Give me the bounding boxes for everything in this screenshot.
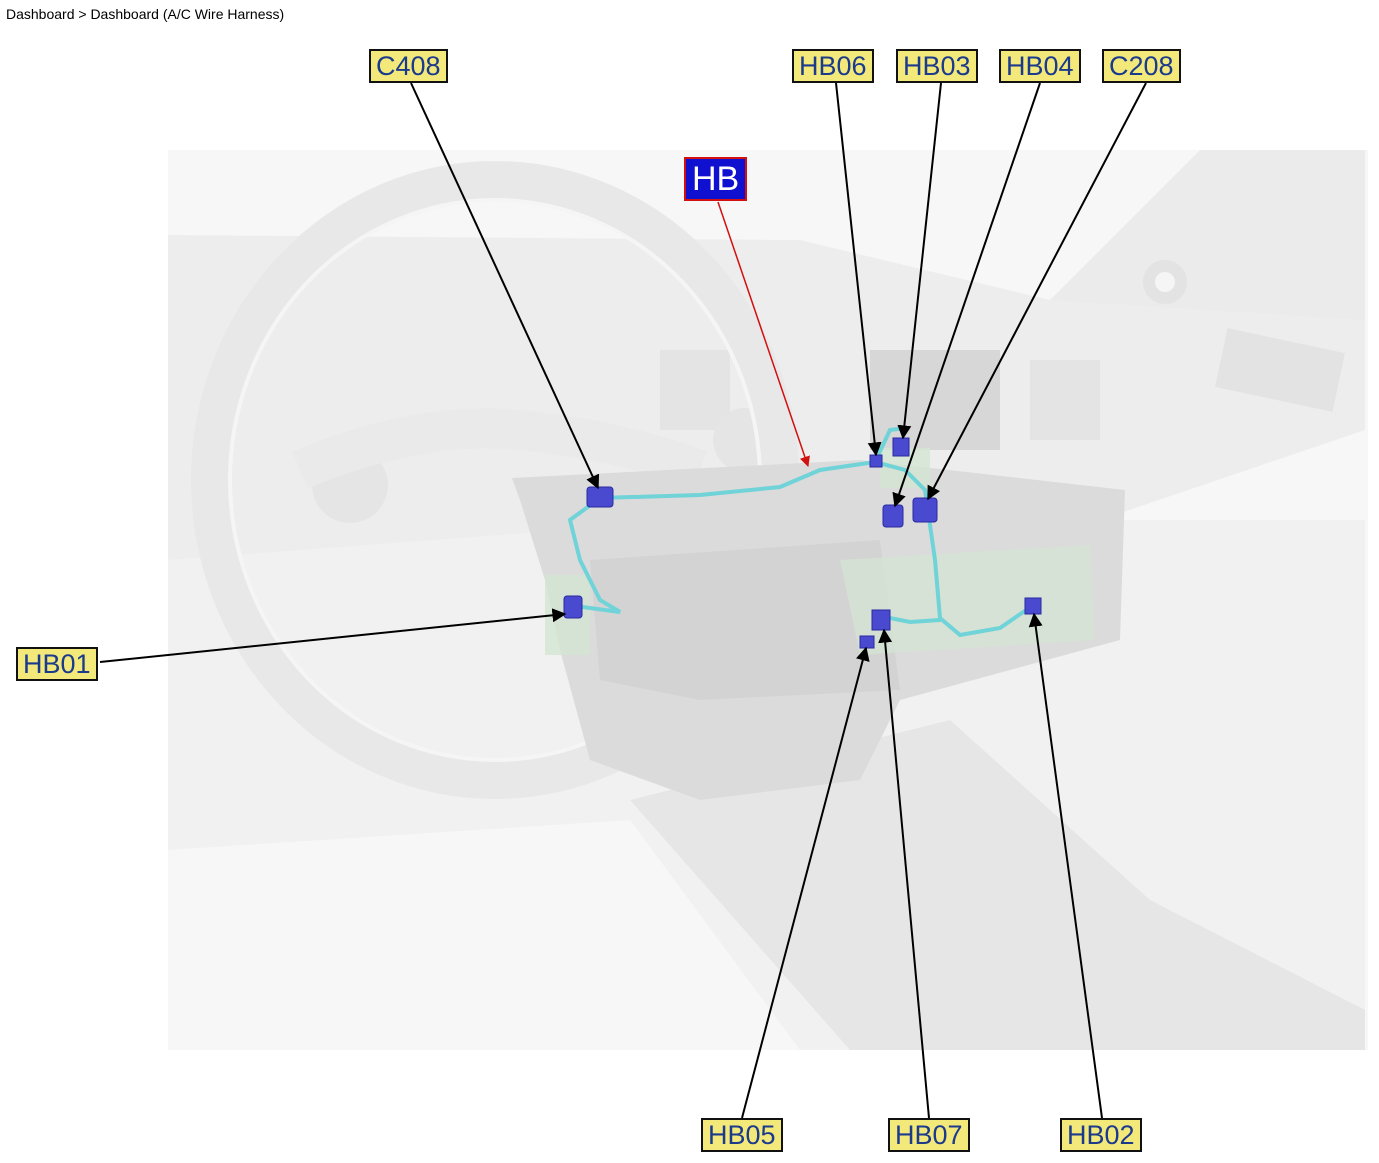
leader-c208 <box>927 82 1147 501</box>
dashboard-illustration <box>168 150 1368 1050</box>
callout-hb04[interactable]: HB04 <box>999 49 1081 83</box>
leader-hb04 <box>892 82 1041 508</box>
leader-hb07 <box>878 628 930 1119</box>
harness-label-hb[interactable]: HB <box>684 157 748 201</box>
callout-c208[interactable]: C208 <box>1102 49 1181 83</box>
leader-hb06 <box>835 82 882 457</box>
breadcrumb: Dashboard > Dashboard (A/C Wire Harness) <box>6 6 285 22</box>
connector-hb01 <box>563 595 583 619</box>
callout-hb01[interactable]: HB01 <box>16 647 98 681</box>
connector-hb04 <box>882 504 904 528</box>
connector-hb03 <box>892 437 910 457</box>
connector-c208 <box>912 497 938 523</box>
leader-c408 <box>410 82 600 490</box>
callout-hb05[interactable]: HB05 <box>701 1118 783 1152</box>
callout-hb03[interactable]: HB03 <box>896 49 978 83</box>
callout-hb06[interactable]: HB06 <box>792 49 874 83</box>
connector-hb06 <box>869 454 883 468</box>
leader-hb <box>717 201 810 467</box>
leader-hb03 <box>897 82 942 440</box>
leader-hb02 <box>1028 612 1103 1119</box>
callout-hb07[interactable]: HB07 <box>888 1118 970 1152</box>
leader-hb05 <box>741 646 870 1119</box>
connectors <box>563 437 1042 649</box>
leader-hb01 <box>99 608 567 663</box>
connector-c408 <box>586 486 614 508</box>
connector-hb02 <box>1024 597 1042 615</box>
connector-hb05 <box>859 635 875 649</box>
connector-hb07 <box>871 609 891 631</box>
callout-hb02[interactable]: HB02 <box>1060 1118 1142 1152</box>
callout-c408[interactable]: C408 <box>369 49 448 83</box>
leader-lines <box>99 82 1147 1119</box>
